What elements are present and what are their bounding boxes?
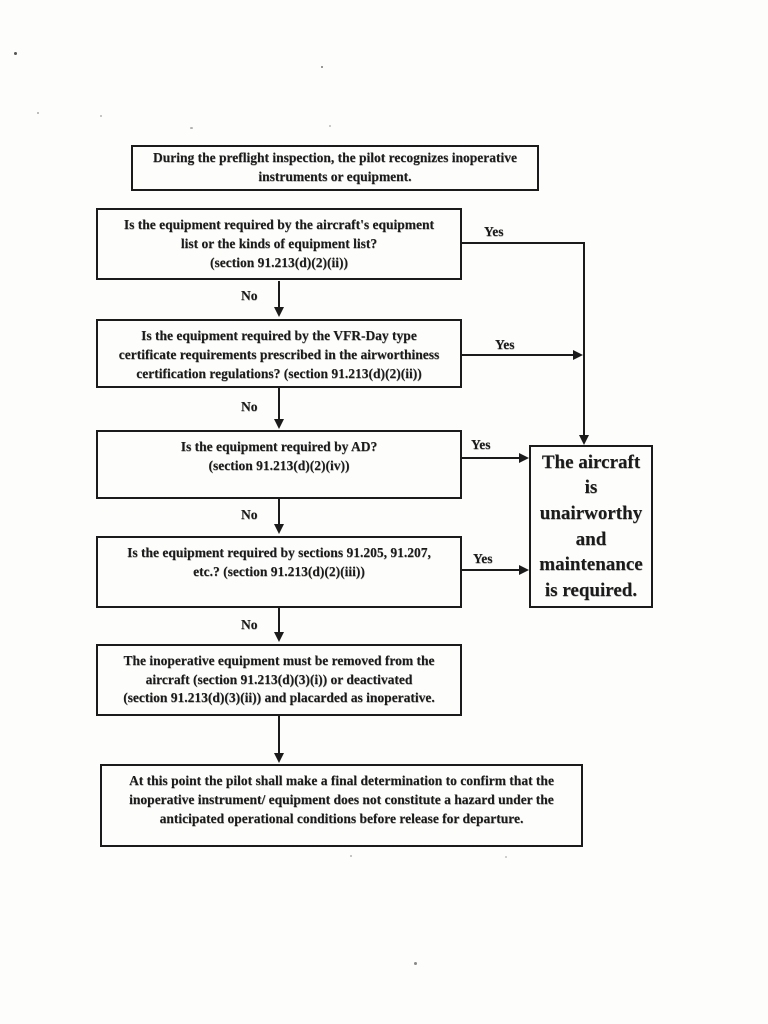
connector-q2-yes [462,354,574,356]
scan-speck [350,855,352,857]
scan-speck [14,52,17,55]
arrowhead-q2-yes [573,350,583,360]
arrowhead-q3-yes [519,453,529,463]
scan-speck [37,112,39,114]
node-remove-or-deactivate: The inoperative equipment must be remove… [96,644,462,716]
arrowhead-yes-into-outcome-top [579,435,589,445]
node-question-vfr-day-type-certificate: Is the equipment required by the VFR-Day… [96,319,462,388]
node-final-determination: At this point the pilot shall make a fin… [100,764,583,847]
scan-speck [321,66,323,68]
node-question-sections-91-205: Is the equipment required by sections 91… [96,536,462,608]
node-question-equipment-list: Is the equipment required by the aircraf… [96,208,462,280]
connector-q3-yes [462,457,520,459]
node-aircraft-unairworthy: The aircraft is unairworthy and maintena… [529,445,653,608]
arrowhead-q1-to-q2 [274,307,284,317]
arrowhead-q3-to-q4 [274,524,284,534]
connector-q3-to-q4 [278,499,280,525]
connector-q2-to-q3 [278,388,280,420]
arrowhead-q4-yes [519,565,529,575]
edge-label-no-1: No [241,288,258,303]
scan-speck [100,115,102,117]
scan-speck [505,856,507,858]
connector-action-to-final [278,716,280,754]
connector-q1-to-q2 [278,281,280,308]
arrowhead-q4-to-action [274,632,284,642]
edge-label-no-2: No [241,399,258,414]
edge-label-yes-2: Yes [495,337,515,352]
edge-label-no-4: No [241,617,258,632]
connector-q4-to-action [278,608,280,633]
scan-speck [329,125,331,127]
node-question-ad: Is the equipment required by AD? (sectio… [96,430,462,499]
arrowhead-action-to-final [274,753,284,763]
scan-speck [414,962,417,965]
edge-label-no-3: No [241,507,258,522]
connector-q4-yes [462,569,520,571]
edge-label-yes-3: Yes [471,437,491,452]
connector-q1-yes-vertical [583,242,585,436]
node-start: During the preflight inspection, the pil… [131,145,539,191]
edge-label-yes-4: Yes [473,551,493,566]
scan-speck [190,127,193,129]
connector-q1-yes-horizontal [462,242,585,244]
arrowhead-q2-to-q3 [274,419,284,429]
edge-label-yes-1: Yes [484,224,504,239]
